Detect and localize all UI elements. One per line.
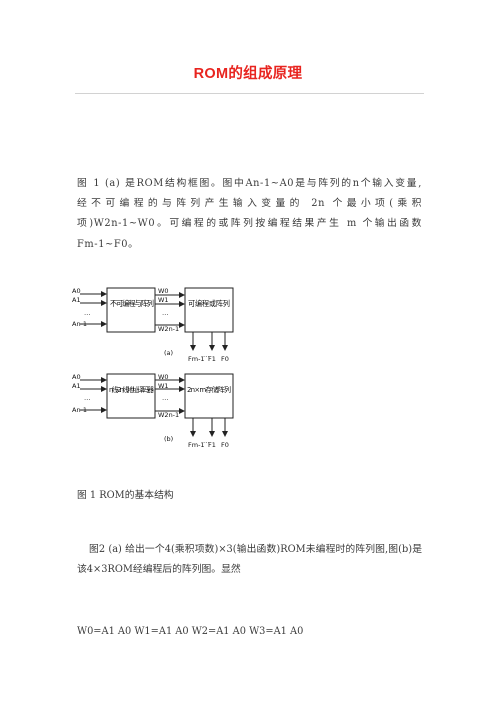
or-array-label: 可编程或阵列 — [188, 299, 230, 308]
output-ellipsis: … — [203, 437, 210, 445]
word-ellipsis: … — [162, 394, 169, 402]
input-label: An-1 — [72, 406, 87, 414]
input-label: A0 — [72, 373, 81, 381]
output-label: F0 — [221, 441, 229, 449]
word-label: W0 — [158, 373, 169, 381]
rom-structure-figure: A0 A1 … An-1 不可编程与阵列 W0 W1 … W2n-1 可编程或阵… — [72, 287, 234, 449]
address-decoder-block — [106, 373, 156, 419]
subfigure-label: (b) — [164, 435, 173, 443]
subfigure-label: (a) — [164, 349, 173, 357]
decoder-label: n线-2n线地址译码器 — [109, 385, 154, 394]
input-ellipsis: … — [84, 309, 91, 317]
paragraph-line: 项)W2n-1~W0。可编程的或阵列按编程结果产生 m 个输出函数 — [77, 218, 422, 230]
paragraph-line: 图 1 (a) 是ROM结构框图。图中An-1~A0是与阵列的n个输入变量, — [77, 178, 422, 189]
word-label: W2n-1 — [158, 411, 179, 419]
word-label: W2n-1 — [158, 325, 179, 333]
title-divider — [75, 93, 424, 94]
paragraph-rom-structure: 图 1 (a) 是ROM结构框图。图中An-1~A0是与阵列的n个输入变量, 经… — [77, 174, 422, 255]
input-label: An-1 — [72, 320, 87, 328]
equation-line: W0=A1 A0 W1=A1 A0 W2=A1 A0 W3=A1 A0 — [77, 626, 304, 637]
input-label: A0 — [72, 287, 81, 295]
paragraph-line: 经不可编程的与阵列产生输入变量的 2n 个最小项(乘积 — [77, 198, 422, 210]
figure-a — [80, 287, 234, 351]
output-label: Fm-1 — [188, 355, 205, 363]
figure-caption: 图 1 ROM的基本结构 — [77, 490, 174, 501]
output-label: F0 — [221, 355, 229, 363]
paragraph-rom-array: 图2 (a) 给出一个4(乘积项数)×3(输出函数)ROM未编程时的阵列图,图(… — [77, 544, 422, 576]
word-label: W1 — [158, 382, 169, 390]
storage-array-label: 2n×m存储阵列 — [187, 385, 231, 394]
word-ellipsis: … — [162, 309, 169, 317]
and-array-label: 不可编程与阵列 — [110, 299, 154, 308]
or-array-block — [184, 287, 234, 333]
output-ellipsis: … — [203, 351, 210, 359]
storage-array-block — [184, 373, 234, 419]
page-title: ROM的组成原理 — [193, 66, 303, 82]
output-label: F1 — [208, 441, 216, 449]
figure-b — [80, 373, 234, 437]
word-label: W1 — [158, 296, 169, 304]
input-label: A1 — [72, 296, 81, 304]
output-label: F1 — [208, 355, 216, 363]
input-ellipsis: … — [84, 394, 91, 402]
paragraph-line: Fm-1~F0。 — [77, 238, 139, 250]
and-array-block — [106, 287, 156, 333]
word-label: W0 — [158, 287, 169, 295]
input-label: A1 — [72, 382, 81, 390]
output-label: Fm-1 — [188, 441, 205, 449]
